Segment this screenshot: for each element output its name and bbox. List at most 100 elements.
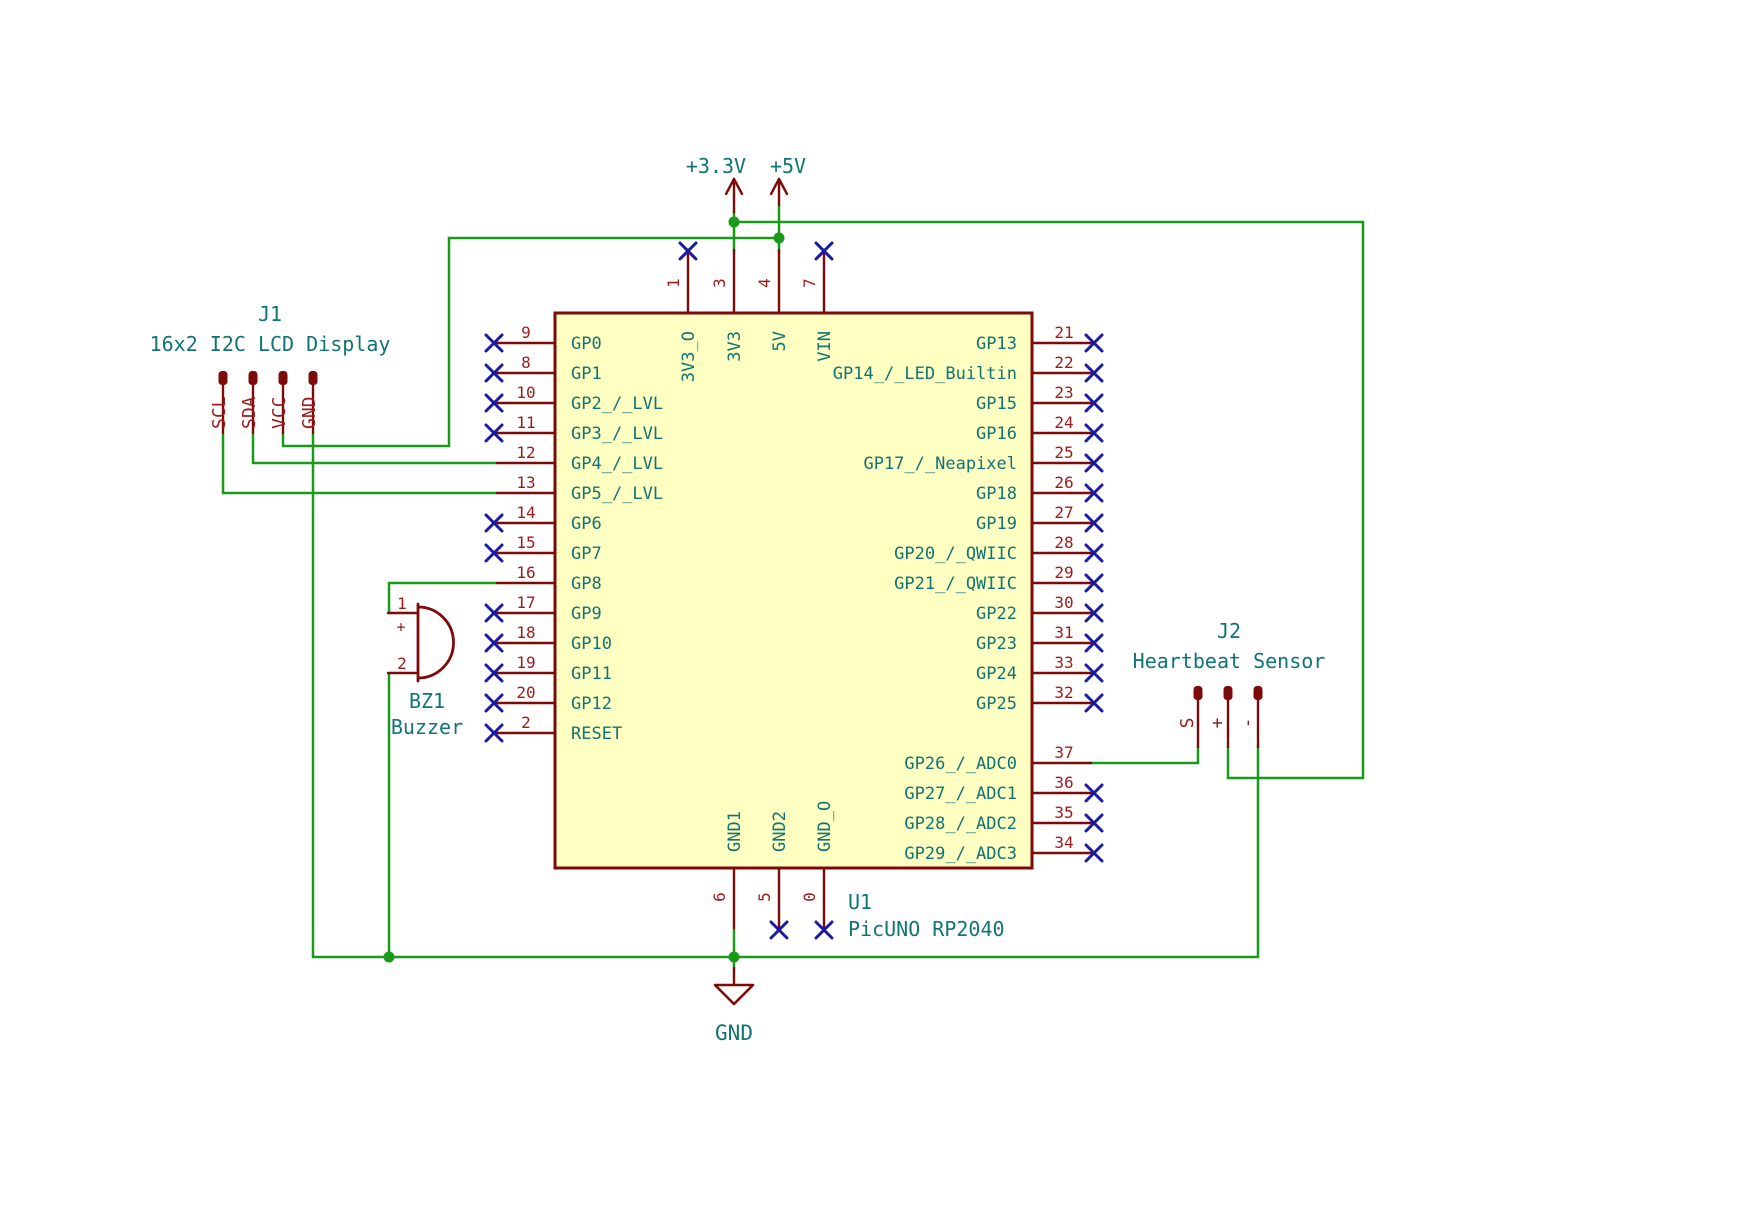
pin-name: GP10 <box>571 634 612 654</box>
pin-name: GP7 <box>571 544 602 564</box>
pin-number: 11 <box>516 413 535 432</box>
pin-number: 28 <box>1054 533 1073 552</box>
power-gnd-label: GND <box>715 1021 753 1045</box>
wire <box>251 431 499 465</box>
pin-number: 33 <box>1054 653 1073 672</box>
pin-number: 32 <box>1054 683 1073 702</box>
buzzer-plus-mark: + <box>396 618 405 636</box>
pin-number: 19 <box>516 653 535 672</box>
j1-desc: 16x2 I2C LCD Display <box>150 332 391 356</box>
no-connect-x <box>1084 393 1104 413</box>
pin-number: 10 <box>516 383 535 402</box>
pin-number: 16 <box>516 563 535 582</box>
pin-number: 29 <box>1054 563 1073 582</box>
j1-pad <box>308 371 318 385</box>
power-5v-arrowhead <box>769 177 789 196</box>
pin-name: GP1 <box>571 364 602 384</box>
j1-pad <box>278 371 288 385</box>
no-connect-x <box>484 663 504 683</box>
pin-name: GP20_/_QWIIC <box>894 544 1017 564</box>
pin-number: 8 <box>521 353 531 372</box>
pin-number: 17 <box>516 593 535 612</box>
j2-desc: Heartbeat Sensor <box>1133 649 1326 673</box>
power-33v-label: +3.3V <box>686 154 746 178</box>
ic-body <box>553 311 1034 870</box>
pin-number: 12 <box>516 443 535 462</box>
pin-name: GP15 <box>976 394 1017 414</box>
no-connect-x <box>1084 693 1104 713</box>
junction-dot <box>728 951 740 963</box>
pin-number: 0 <box>800 892 819 902</box>
no-connect-x <box>484 633 504 653</box>
pin-number: 14 <box>516 503 535 522</box>
pin-name: GP3_/_LVL <box>571 424 663 444</box>
j1-pin-label: GND <box>299 396 320 429</box>
pin-number: 1 <box>664 278 683 288</box>
pin-number: 31 <box>1054 623 1073 642</box>
no-connect-x <box>484 603 504 623</box>
pin-name: GP6 <box>571 514 602 534</box>
pin-name: VIN <box>815 331 835 362</box>
no-connect-x <box>1084 783 1104 803</box>
j1-pad <box>248 371 258 385</box>
no-connect-x <box>484 513 504 533</box>
no-connect-x <box>1084 573 1104 593</box>
pin-number: 18 <box>516 623 535 642</box>
pin-number: 2 <box>521 713 531 732</box>
wire <box>281 236 781 448</box>
no-connect-x <box>484 693 504 713</box>
pin-name: GP12 <box>571 694 612 714</box>
pin-name: GP16 <box>976 424 1017 444</box>
pin-name: GP28_/_ADC2 <box>904 814 1017 834</box>
pin-number: 25 <box>1054 443 1073 462</box>
no-connect-x <box>1084 423 1104 443</box>
no-connect-x <box>814 241 834 261</box>
pin-name: GP11 <box>571 664 612 684</box>
pin-name: GP0 <box>571 334 602 354</box>
no-connect-x <box>1084 603 1104 623</box>
no-connect-x <box>1084 663 1104 683</box>
pin-number: 21 <box>1054 323 1073 342</box>
no-connect-x <box>1084 333 1104 353</box>
pin-name: GP24 <box>976 664 1017 684</box>
no-connect-x <box>484 423 504 443</box>
no-connect-x <box>484 333 504 353</box>
pin-name: GP27_/_ADC1 <box>904 784 1017 804</box>
no-connect-x <box>678 241 698 261</box>
no-connect-x <box>1084 813 1104 833</box>
pin-number: 20 <box>516 683 535 702</box>
buzzer-pin2-number: 2 <box>397 654 407 673</box>
wire <box>221 431 499 495</box>
pin-name: GP5_/_LVL <box>571 484 663 504</box>
no-connect-x <box>814 920 834 940</box>
junction-dot <box>383 951 395 963</box>
pin-name: GP19 <box>976 514 1017 534</box>
no-connect-x <box>1084 843 1104 863</box>
no-connect-x <box>769 920 789 940</box>
pin-name: GP4_/_LVL <box>571 454 663 474</box>
pin-number: 15 <box>516 533 535 552</box>
power-33v-arrowhead <box>724 177 744 196</box>
j2-pad <box>1223 686 1233 700</box>
pin-number: 22 <box>1054 353 1073 372</box>
pin-number: 35 <box>1054 803 1073 822</box>
j1-pin-label: VCC <box>269 396 290 429</box>
junction-dot <box>773 232 785 244</box>
pin-number: 23 <box>1054 383 1073 402</box>
no-connect-x <box>1084 543 1104 563</box>
pin-name: GND_O <box>815 801 835 852</box>
j1-pin-label: SCL <box>209 396 230 429</box>
pin-name: GP13 <box>976 334 1017 354</box>
pin-name: GP14_/_LED_Builtin <box>833 364 1017 384</box>
no-connect-x <box>484 363 504 383</box>
wire <box>387 581 499 615</box>
pin-number: 36 <box>1054 773 1073 792</box>
buzzer-value: Buzzer <box>391 715 463 739</box>
pin-name: GP18 <box>976 484 1017 504</box>
pin-name: GP23 <box>976 634 1017 654</box>
pin-name: GND2 <box>770 811 790 852</box>
pin-number: 37 <box>1054 743 1073 762</box>
buzzer-pin1-number: 1 <box>397 594 407 613</box>
